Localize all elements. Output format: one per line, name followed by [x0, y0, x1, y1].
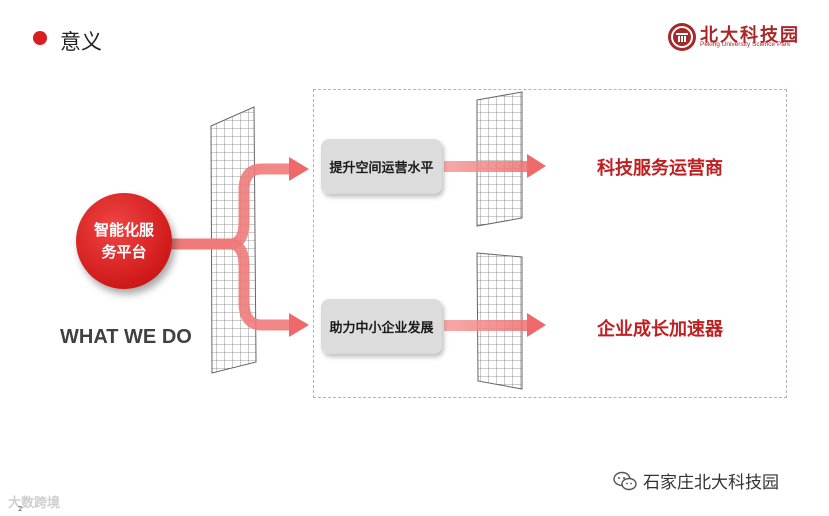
platform-circle: 智能化服 务平台 [76, 193, 172, 289]
logo-english-name: Peking University Science Park [700, 41, 791, 48]
watermark: 大数跨境 [8, 496, 61, 511]
wechat-account-name: 石家庄北大科技园 [643, 473, 779, 493]
page-number: 2 [18, 505, 23, 513]
result-tech-service-operator: 科技服务运营商 [597, 158, 723, 179]
grid-panel-upper [476, 91, 523, 227]
wechat-icon [613, 471, 637, 491]
title-bullet-icon [33, 31, 47, 45]
page-title: 意义 [60, 30, 102, 54]
action-label: 提升空间运营水平 [329, 161, 434, 176]
what-we-do-tagline: WHAT WE DO [60, 326, 192, 348]
university-emblem-icon [668, 23, 696, 51]
logo-chinese-name: 北大科技园 [700, 25, 800, 46]
action-box-sme-growth: 助力中小企业发展 [321, 299, 442, 354]
result-enterprise-accelerator: 企业成长加速器 [597, 319, 723, 340]
platform-label: 智能化服 务平台 [93, 221, 154, 261]
arrow-head-lower [289, 313, 309, 337]
action-label: 助力中小企业发展 [329, 321, 434, 336]
results-region [313, 89, 787, 398]
arrow-head-upper [289, 157, 309, 181]
action-box-space-operations: 提升空间运营水平 [321, 139, 442, 194]
